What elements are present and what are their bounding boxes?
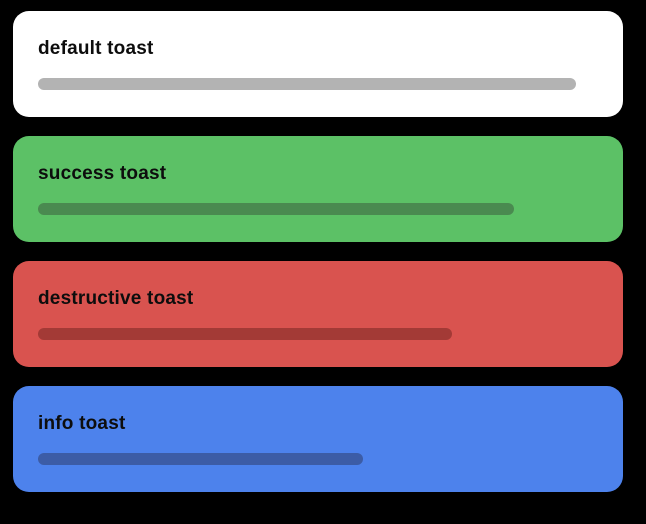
toast-destructive[interactable]: destructive toast <box>13 261 623 367</box>
toast-default[interactable]: default toast <box>13 11 623 117</box>
toast-progress-bar <box>38 203 514 215</box>
toast-title: info toast <box>38 413 126 434</box>
toast-progress-bar <box>38 78 576 90</box>
toast-title: success toast <box>38 163 167 184</box>
toast-info[interactable]: info toast <box>13 386 623 492</box>
toast-progress-bar <box>38 328 453 340</box>
toast-title: default toast <box>38 38 154 59</box>
toast-success[interactable]: success toast <box>13 136 623 242</box>
toast-title: destructive toast <box>38 288 194 309</box>
toast-progress-bar <box>38 453 363 465</box>
toast-stack: default toast success toast destructive … <box>13 11 623 492</box>
